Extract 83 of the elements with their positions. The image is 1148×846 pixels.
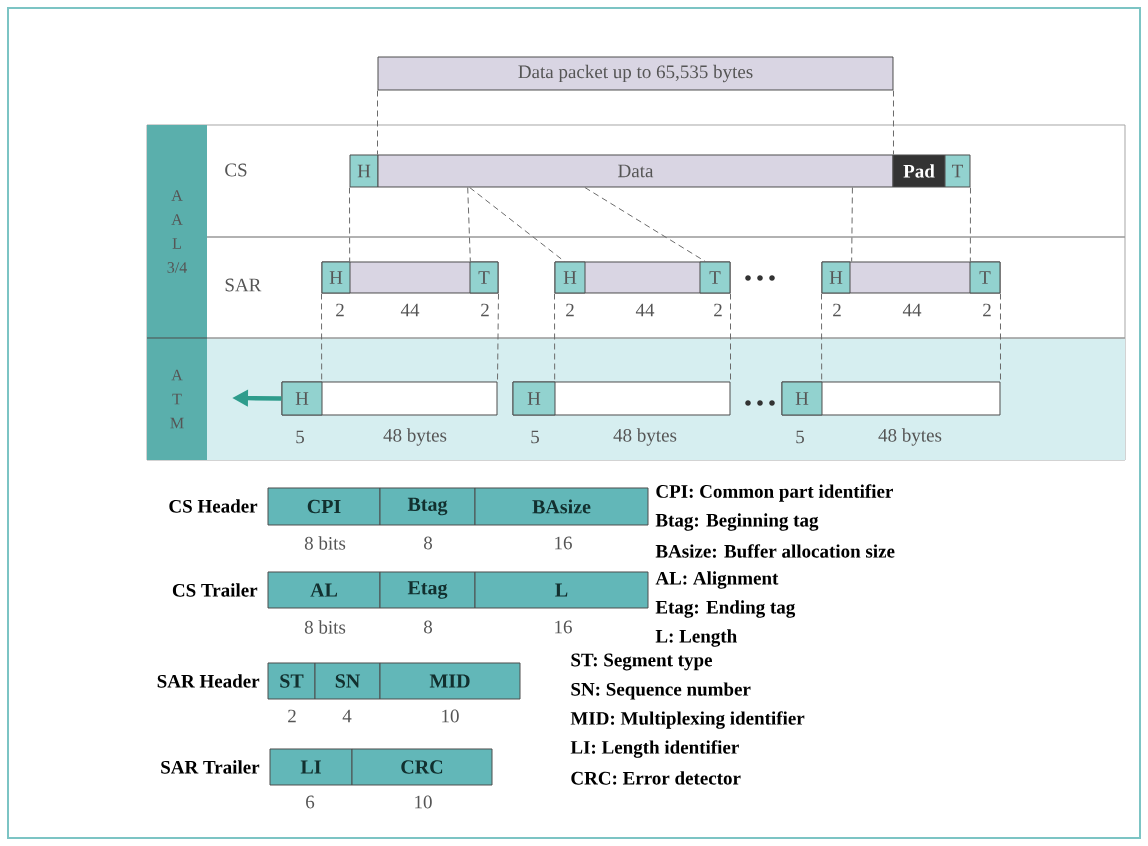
header-box: H bbox=[554, 261, 586, 294]
field-box: Etag bbox=[379, 571, 476, 609]
size-label: 4 bbox=[342, 709, 352, 723]
dashed-line bbox=[349, 187, 351, 262]
trailer-box: T bbox=[944, 154, 971, 188]
field-box: CRC bbox=[351, 748, 493, 786]
size-label: 2 bbox=[481, 303, 489, 317]
header-box: H bbox=[821, 261, 851, 294]
size-label: 6 bbox=[306, 795, 315, 809]
data-box: Data bbox=[377, 154, 894, 188]
field-box: L bbox=[474, 571, 649, 609]
size-label: 8 bits bbox=[304, 536, 346, 550]
dashed-line bbox=[821, 293, 823, 382]
definition-text: L: Length bbox=[655, 629, 737, 647]
layer-band: A T M bbox=[147, 338, 207, 460]
layer-band: A A L 3/4 bbox=[147, 125, 207, 338]
size-label: 48 bytes bbox=[383, 428, 447, 446]
size-label: 10 bbox=[442, 709, 459, 723]
field-box: LI bbox=[269, 748, 353, 786]
definition-text: AL: Alignment bbox=[655, 571, 779, 589]
size-label: 16 bbox=[555, 620, 572, 634]
dashed-line bbox=[969, 187, 971, 262]
size-label: 44 bbox=[635, 303, 655, 317]
size-label: 44 bbox=[400, 303, 420, 317]
dashed-line bbox=[730, 293, 731, 382]
dashed-line bbox=[467, 187, 471, 262]
definition-text: SN: Sequence number bbox=[571, 682, 751, 700]
size-label: 44 bbox=[902, 303, 922, 317]
field-box: ST bbox=[267, 662, 316, 700]
dashed-line bbox=[321, 293, 323, 382]
row-label: SAR bbox=[225, 278, 262, 292]
header-box: H bbox=[349, 154, 379, 188]
node-label: A T M bbox=[170, 369, 184, 429]
header-box: H bbox=[281, 381, 323, 416]
definition-text: BAsize: Buffer allocation size bbox=[655, 544, 895, 558]
size-label: 5 bbox=[531, 430, 539, 444]
size-label: 8 bits bbox=[304, 620, 346, 634]
definition-text: MID: Multiplexing identifier bbox=[570, 711, 805, 729]
header-box: H bbox=[512, 381, 556, 416]
field-box: AL bbox=[267, 571, 381, 609]
definition-text: ST: Segment type bbox=[571, 653, 712, 671]
dashed-line bbox=[554, 293, 556, 382]
size-label: 16 bbox=[555, 536, 572, 550]
dashed-line bbox=[377, 90, 378, 155]
size-label: 2 bbox=[983, 303, 991, 317]
size-label: 2 bbox=[288, 709, 296, 723]
size-label: 5 bbox=[796, 430, 804, 444]
dashed-line bbox=[469, 187, 566, 262]
size-label: 5 bbox=[296, 430, 304, 444]
size-label: 2 bbox=[336, 303, 344, 317]
header-box: H bbox=[781, 381, 823, 416]
size-label: 2 bbox=[833, 303, 841, 317]
field-name: CS Header bbox=[169, 499, 258, 513]
field-name: SAR Header bbox=[157, 674, 260, 688]
dashed-line bbox=[893, 90, 894, 155]
definition-text: LI: Length identifier bbox=[570, 740, 739, 758]
size-label: 48 bytes bbox=[878, 428, 942, 446]
packet-box: Data packet up to 65,535 bytes bbox=[377, 56, 894, 91]
definition-text: Etag: Ending tag bbox=[655, 600, 796, 618]
definition-text: CRC: Error detector bbox=[571, 771, 741, 785]
size-label: 2 bbox=[566, 303, 574, 317]
dashed-line bbox=[851, 187, 853, 262]
header-box: H bbox=[321, 261, 351, 294]
size-label: 10 bbox=[415, 795, 432, 809]
field-box: SN bbox=[314, 662, 381, 700]
trailer-box: T bbox=[469, 261, 499, 294]
definition-text: Btag: Beginning tag bbox=[655, 513, 819, 531]
dashed-line bbox=[1000, 293, 1001, 382]
dashed-line bbox=[584, 187, 706, 262]
size-label: 8 bbox=[424, 620, 433, 634]
pad-box: Pad bbox=[892, 154, 946, 188]
trailer-box: T bbox=[969, 261, 1001, 294]
field-box: CPI bbox=[267, 487, 381, 526]
field-box: BAsize bbox=[474, 487, 649, 526]
field-box: Btag bbox=[379, 487, 476, 526]
node-label: A A L 3/4 bbox=[167, 190, 187, 273]
definition-text: CPI: Common part identifier bbox=[656, 484, 893, 502]
size-label: 8 bbox=[424, 536, 433, 550]
trailer-box: T bbox=[699, 261, 731, 294]
size-label: 2 bbox=[714, 303, 722, 317]
size-label: 48 bytes bbox=[613, 428, 677, 446]
dashed-line bbox=[497, 293, 499, 382]
row-label: CS bbox=[225, 163, 247, 177]
